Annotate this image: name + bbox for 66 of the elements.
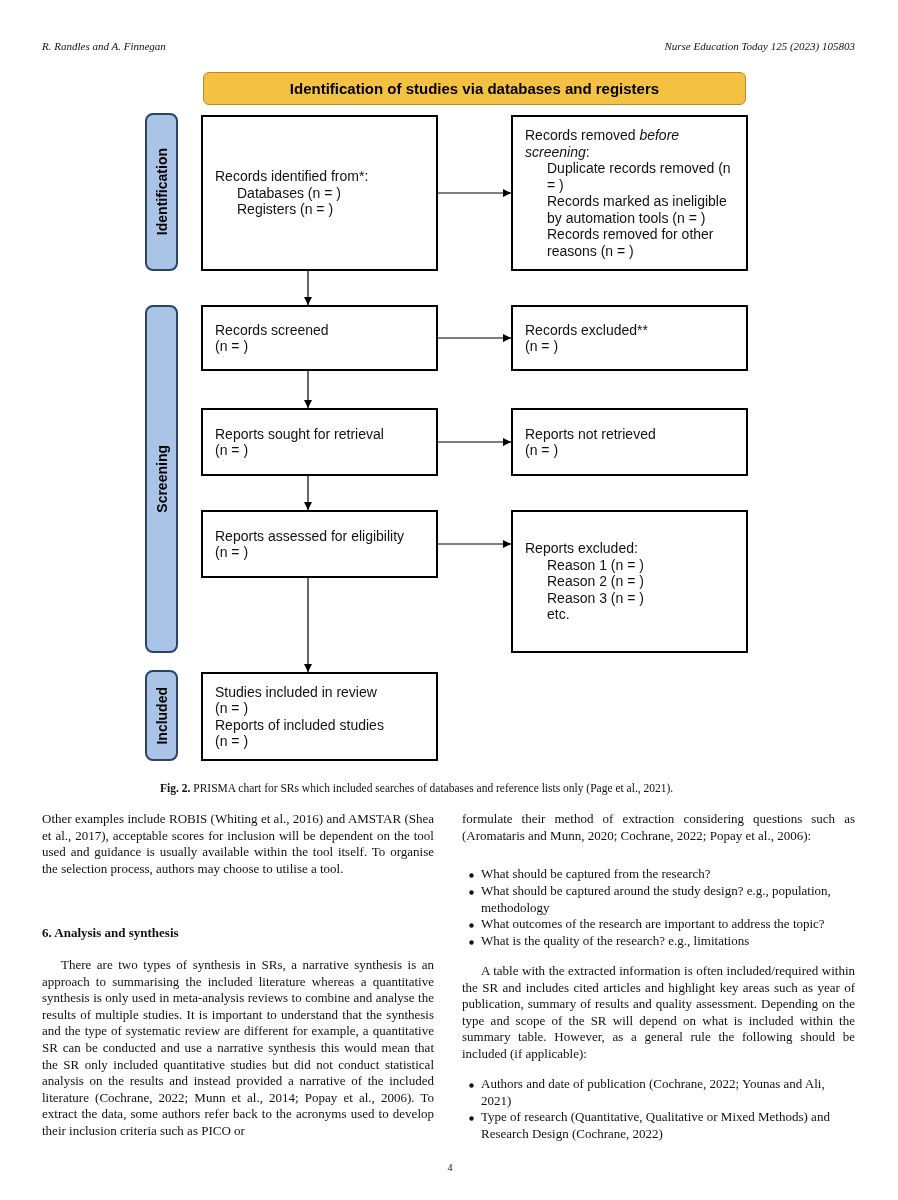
bullet-item: What outcomes of the research are important to address the topic? <box>481 916 826 933</box>
box-label: etc. <box>547 606 571 623</box>
section-header-bar <box>203 72 746 105</box>
bullet-item: Type of research (Quantitative, Qualitative or Mixed Methods) and Research Design (Cochrane, 2022) <box>481 1109 831 1143</box>
process-box <box>511 305 748 371</box>
paragraph: There are two types of synthesis in SRs, a narrative synthesis is an approach to summarising the included literature whereas a quantitative synthesis is only used in meta-analysis reviews to combine and analyse the results of multiple studies. It is important to understand that the synthesis and the type of systematic review are different for example, a quantitative SR can be conducted and use a narrative synthesis this would mean that the SR only included quantitative studies but did not conduct statistical analysis on the results and instead provided a narrative of the included literature (Cochrane, 2022; Munn et al., 2014; Popay et al., 2006). To extract the data, some authors refer back to the acronyms used to develop their inclusion criteria such as PICO or <box>42 957 434 1140</box>
box-label: Reports sought for retrieval <box>215 425 385 442</box>
process-box <box>201 115 438 271</box>
bullet-item: What should be captured around the study design? e.g., population, methodology <box>481 883 832 917</box>
process-box <box>201 408 438 476</box>
arrow <box>437 333 512 343</box>
box-label: Reason 1 (n = ) <box>547 556 645 574</box>
process-box <box>201 672 438 761</box>
stage-label: Screening <box>153 445 170 513</box>
box-label: Reports excluded: <box>525 540 639 557</box>
header-label: Identification of studies via databases and registers <box>289 80 660 97</box>
arrow <box>303 475 313 511</box>
box-label: (n = ) <box>215 338 250 355</box>
box-label: Records excluded** <box>525 321 649 338</box>
figure-caption: Fig. 2. PRISMA chart for SRs which included searches of databases and reference lists only (Page et al., 2021). <box>160 781 675 797</box>
box-label: (n = ) <box>215 700 250 717</box>
run-head: Nurse Education Today 125 (2023) 105803 <box>663 39 855 54</box>
arrow <box>303 370 313 409</box>
box-label: Reports assessed for eligibility <box>215 527 406 544</box>
box-label: Records identified from*: <box>215 168 370 185</box>
arrow <box>437 539 512 549</box>
process-box <box>511 510 748 653</box>
box-label: Records marked as ineligible by automation tools (n = ) <box>547 193 728 226</box>
stage-label: Identification <box>153 148 170 236</box>
bullet-item: Authors and date of publication (Cochrane, 2022; Younas and Ali, 2021) <box>481 1076 826 1110</box>
paragraph: formulate their method of extraction considering questions such as (Aromataris and Munn, 2020; Cochrane, 2022; Popay et al., 2006): <box>462 811 855 845</box>
box-label: Records screened <box>215 321 330 338</box>
box-label: (n = ) <box>215 733 250 750</box>
section-heading: 6. Analysis and synthesis <box>42 925 180 942</box>
box-label: Records removed for other reasons (n = ) <box>547 226 715 259</box>
arrow <box>437 437 512 447</box>
arrow <box>303 270 313 306</box>
stage-label: Included <box>153 686 170 745</box>
paragraph: A table with the extracted information is often included/required within the SR and includes cited articles and highlight key areas such as year of publication, summary of results and quality assessment. Depending on the type and scope of the SR will depend on what is included within the summary table. However, as a general rule the following should be included (if applicable): <box>462 963 855 1063</box>
box-label: (n = ) <box>215 442 250 459</box>
process-box <box>511 408 748 476</box>
box-label: (n = ) <box>525 442 560 459</box>
box-label: Reason 2 (n = ) <box>547 573 645 590</box>
box-label: Reports not retrieved <box>525 425 657 442</box>
stage-band <box>145 113 178 271</box>
box-label: (n = ) <box>215 544 250 561</box>
arrow <box>303 577 313 673</box>
process-box <box>511 115 748 271</box>
process-box <box>201 305 438 371</box>
arrow <box>437 188 512 198</box>
box-label: Duplicate records removed (n = ) <box>547 160 732 193</box>
paragraph: Other examples include ROBIS (Whiting et al., 2016) and AMSTAR (Shea et al., 2017), acceptable scores for inclusion will be dependent on the tool used and guidance is usually available within the tool itself. To organise the selection process, authors may choose to utilise a tool. <box>42 811 434 878</box>
box-label: Records removed before screening: <box>525 127 681 160</box>
bullet-item: What should be captured from the research? <box>481 866 712 883</box>
page-number: 4 <box>446 1161 454 1175</box>
run-head: R. Randles and A. Finnegan <box>42 39 167 54</box>
box-label: Studies included in review <box>215 683 378 700</box>
process-box <box>201 510 438 578</box>
box-label: Reports of included studies <box>215 716 385 733</box>
box-label: Databases (n = ) <box>237 184 342 202</box>
bullet-item: What is the quality of the research? e.g., limitations <box>481 933 751 950</box>
stage-band <box>145 305 178 653</box>
box-label: Registers (n = ) <box>237 201 335 218</box>
box-label: (n = ) <box>525 338 560 355</box>
stage-band <box>145 670 178 761</box>
box-label: Reason 3 (n = ) <box>547 589 645 607</box>
